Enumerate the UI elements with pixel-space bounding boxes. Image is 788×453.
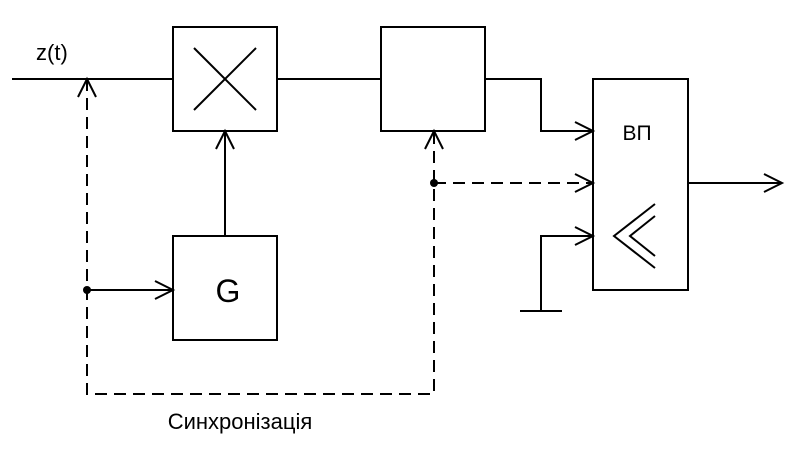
sync-to-gen-arrow xyxy=(154,280,176,300)
generator-label: G xyxy=(216,273,241,309)
vp-block xyxy=(592,78,689,291)
comparator-symbol-outer xyxy=(612,203,656,269)
comparator-symbol-inner xyxy=(628,215,656,257)
threshold-line xyxy=(540,235,593,311)
gen-to-mult-arrow xyxy=(215,128,235,150)
sync-arrow-block xyxy=(424,128,444,150)
sync-label: Синхронізація xyxy=(168,409,313,434)
sync-arrow-input xyxy=(77,76,97,98)
multiplier-cross-b xyxy=(193,47,257,111)
vp-input-arrow-middle xyxy=(574,173,596,193)
input-label: z(t) xyxy=(36,40,68,65)
junction-dot-right xyxy=(430,179,438,187)
block-to-vp-line xyxy=(485,78,593,132)
output-arrow xyxy=(763,173,785,193)
gated-block xyxy=(380,26,486,132)
vp-label: ВП xyxy=(622,122,651,145)
junction-dot-left xyxy=(83,286,91,294)
sync-loop-dashed xyxy=(86,79,435,395)
vp-input-arrow-bottom xyxy=(574,226,596,246)
